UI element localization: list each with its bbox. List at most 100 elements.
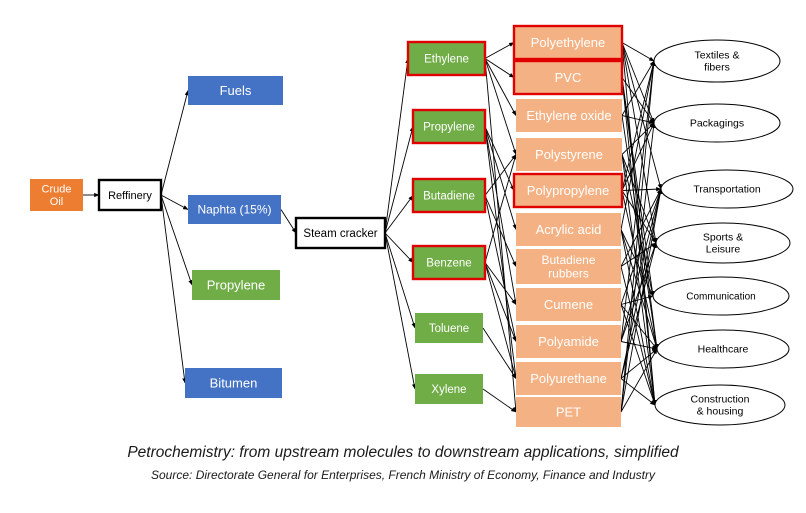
node-shape [415,313,483,343]
node-label: Propylene [423,122,475,134]
node-shape [185,368,282,398]
edge-pvc-to-construction [621,77,657,406]
edge-pvc-to-communication [621,77,655,297]
node-steam-cracker: Steam cracker [294,216,387,250]
edge-refinery-to-propylene_ref [160,194,193,286]
edge-steam_cracker-to-butadiene [384,195,414,234]
edge-ethylene-to-polyethylene [484,42,515,59]
node-shape [512,172,624,209]
edge-butadiene-to-polyamide [484,195,518,343]
node-label: Butadiene [423,191,475,203]
node-shape [652,276,790,316]
node-polyethylene: Polyethylene [512,24,624,61]
node-label: Transportation [693,184,760,196]
node-shape [655,222,791,264]
node-communication: Communication [652,276,790,316]
edge-butadiene-to-butadiene_rubbers [484,195,517,267]
node-sports: Sports &Leisure [655,222,791,264]
edge-polyethylene-to-transportation [621,42,662,190]
node-shape [516,138,622,171]
node-shape [97,178,163,212]
node-label: Ethylene [424,54,469,66]
edge-pet-to-packagings [620,122,656,413]
edge-polystyrene-to-packagings [621,122,655,155]
node-shape [411,177,487,214]
edge-polyurethane-to-transportation [620,188,663,379]
edge-benzene-to-cumene [484,262,517,305]
edge-naphta-to-steam_cracker [280,209,297,234]
edge-refinery-to-naphta [160,194,189,210]
node-shape [516,99,622,132]
node-propylene-ref: Propylene [192,270,280,300]
node-shape [516,397,621,427]
edge-polyurethane-to-sports [620,242,657,379]
edge-pet-to-transportation [620,188,663,413]
node-label: Polyurethane [530,371,607,386]
edge-benzene-to-polyurethane [484,262,517,380]
node-cumene: Cumene [516,288,621,321]
node-shape [294,216,387,250]
edge-butadiene_rubbers-to-transportation [620,188,662,267]
node-shape [30,179,83,211]
node-label: Steam cracker [303,228,377,240]
edge-ethylene-to-polystyrene [484,58,517,156]
edge-ethylene-to-pet [484,58,518,413]
edge-polyamide-to-healthcare [620,341,658,351]
node-healthcare: Healthcare [656,329,790,369]
edge-cumene-to-healthcare [620,304,658,350]
edges-layer [83,42,663,413]
edge-ethylene-to-ethylene_oxide [484,58,517,116]
node-shape [653,39,781,83]
node-shape [653,103,781,143]
edge-refinery-to-fuels [160,89,189,196]
node-shape [512,59,624,96]
node-label: Reffinery [108,190,152,202]
node-xylene: Xylene [415,374,483,404]
edge-steam_cracker-to-ethylene [384,57,410,234]
edge-polystyrene-to-communication [621,154,655,297]
node-packagings: Packagings [653,103,781,143]
node-shape [411,244,487,281]
edge-steam_cracker-to-xylene [384,232,417,390]
edge-refinery-to-bitumen [160,194,187,384]
node-polypropylene: Polypropylene [512,172,624,209]
node-pvc: PVC [512,59,624,96]
node-label: PET [556,405,581,420]
node-label: Cumene [544,297,593,312]
edge-ethylene-to-pvc [484,58,515,78]
edge-xylene-to-pet [482,388,517,413]
edge-ethylene_oxide-to-healthcare [621,115,659,350]
node-label: Benzene [426,258,471,270]
node-label: Polyethylene [531,35,605,50]
node-label: Propylene [207,278,266,293]
node-fuels: Fuels [188,76,283,105]
node-refinery: Reffinery [97,178,163,212]
edge-polyamide-to-transportation [620,188,662,342]
node-transportation: Transportation [660,169,794,209]
edge-cumene-to-communication [620,295,654,305]
edge-polyamide-to-sports [620,242,657,342]
edge-steam_cracker-to-propylene [384,125,414,234]
edge-benzene-to-polystyrene [484,153,517,263]
node-label: PVC [555,70,582,85]
node-benzene: Benzene [411,244,487,281]
node-label: Polystyrene [535,147,603,162]
node-shape [188,76,283,105]
node-label: Ethylene oxide [526,108,611,123]
node-shape [512,24,624,61]
node-label: Construction& housing [691,394,750,418]
node-label: Acrylic acid [536,222,602,237]
node-label: Xylene [431,384,466,396]
edge-acrylic_acid-to-communication [620,229,654,297]
node-bitumen: Bitumen [185,368,282,398]
node-construction: Construction& housing [654,384,786,426]
edge-butadiene-to-polystyrene [484,154,517,196]
node-polystyrene: Polystyrene [516,138,622,171]
node-shape [516,362,621,395]
edge-polyurethane-to-healthcare [620,348,658,379]
node-shape [660,169,794,209]
node-textiles: Textiles &fibers [653,39,781,83]
